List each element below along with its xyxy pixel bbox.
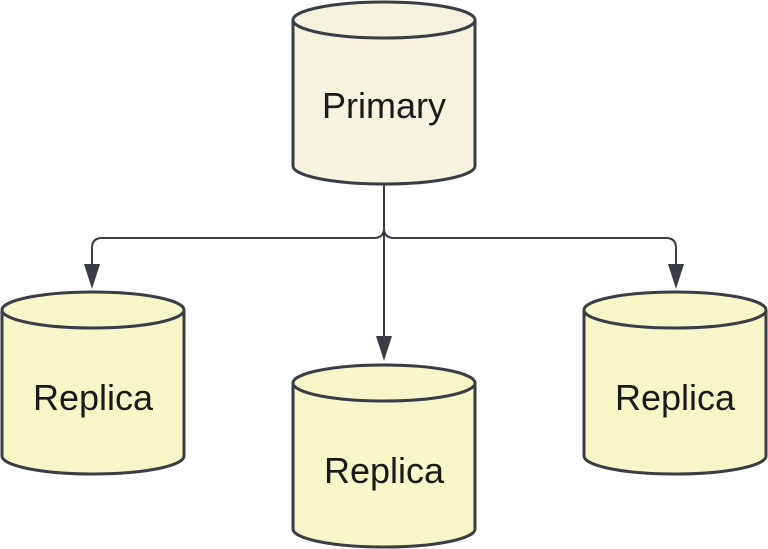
arrowhead-left [84,264,100,289]
database-cylinder-icon [582,310,768,476]
replica-label: Replica [324,450,445,491]
connector-primary-to-replica-right [383,184,677,276]
replica-database-left: Replica [0,290,186,476]
replica-database-right: Replica [582,290,768,476]
database-cylinder-icon [0,310,186,476]
connectors [91,184,677,350]
arrowheads [84,264,684,361]
database-cylinder-top [0,290,186,330]
database-cylinder-top [291,363,477,403]
arrowhead-right [668,264,684,289]
database-cylinder-top [291,0,477,40]
primary-database: Primary [291,0,477,186]
replica-database-center: Replica [291,363,477,549]
database-cylinder-icon [291,20,477,186]
database-cylinder-top [582,290,768,330]
connector-primary-to-replica-left [91,184,385,276]
replica-label: Replica [33,377,154,418]
database-cylinder-icon [291,383,477,549]
replica-label: Replica [615,377,736,418]
arrowhead-center [376,336,392,361]
primary-label: Primary [322,85,446,126]
